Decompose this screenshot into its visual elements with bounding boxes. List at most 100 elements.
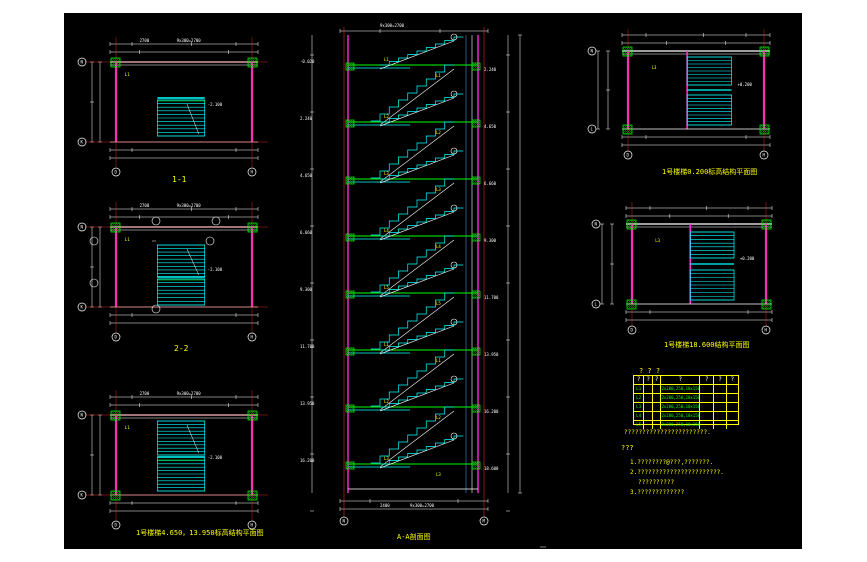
hatch-line xyxy=(110,495,116,501)
grid-bubble-label: K xyxy=(81,493,84,498)
grid-bubble xyxy=(151,216,161,226)
stair-slab xyxy=(379,211,455,241)
grid-bubble xyxy=(450,318,458,326)
hatch-line xyxy=(472,176,481,185)
hatch-line xyxy=(626,226,630,230)
hatch-line xyxy=(623,124,633,134)
grid-bubble-label: K xyxy=(81,305,84,310)
column-hatch xyxy=(761,299,772,310)
dim-text: 9x300=2700 xyxy=(177,38,202,43)
stair-flight-section xyxy=(380,264,464,294)
hatch-line xyxy=(633,299,637,303)
hatch-line xyxy=(247,495,253,501)
stair-slab xyxy=(379,239,455,297)
grid-bubble xyxy=(623,150,633,160)
table-cell: L5 xyxy=(634,421,645,429)
hatch-line xyxy=(626,224,632,230)
hatch-line xyxy=(471,407,477,413)
stair-slab xyxy=(379,97,455,127)
hatch-line xyxy=(345,122,351,128)
hatch-line xyxy=(345,124,349,128)
table-cell: 2x200,250,10x150 xyxy=(661,421,701,429)
hatch-line xyxy=(622,47,632,57)
hatch-line xyxy=(474,176,481,183)
hatch-line xyxy=(766,124,770,128)
hatch-line xyxy=(476,119,481,124)
table-cell xyxy=(714,394,727,402)
dim-text: 9x300=2700 xyxy=(177,391,202,396)
grid-bubble-label: N xyxy=(81,225,84,230)
hatch-line xyxy=(348,290,355,297)
notes-line-1: 1.????????@???,???????. xyxy=(630,459,714,466)
dim-text: L1 xyxy=(125,237,130,242)
stair-flight-section xyxy=(380,150,464,180)
hatch-line xyxy=(762,219,772,229)
table-cell: L3 xyxy=(634,403,645,411)
table-row: L5 2x200,250,10x150 xyxy=(634,421,738,429)
column-hatch xyxy=(626,299,637,310)
hatch-line xyxy=(345,63,353,71)
hatch-line xyxy=(247,413,255,421)
hatch-line xyxy=(248,410,258,420)
hatch-line xyxy=(471,462,479,470)
column-hatch xyxy=(110,490,121,501)
hatch-line xyxy=(252,410,258,416)
dim-text: -2.100 xyxy=(208,102,223,107)
table-cell xyxy=(644,421,653,429)
hatch-line xyxy=(352,62,355,65)
hatch-line xyxy=(345,181,349,185)
dim-text: L3 xyxy=(436,472,441,477)
table-cell: 2x200,250,10x150 xyxy=(661,412,701,420)
hatch-line xyxy=(250,222,258,230)
grid-bubble xyxy=(77,57,87,67)
hatch-line xyxy=(761,220,771,230)
dim-text: +0.200 xyxy=(740,256,755,261)
table-cell xyxy=(653,421,662,429)
grid-bubble xyxy=(247,167,257,177)
table-cell xyxy=(700,403,715,411)
hatch-line xyxy=(345,405,353,413)
hatch-line xyxy=(625,46,633,54)
hatch-line xyxy=(471,464,477,470)
table-cell: L2 xyxy=(634,394,645,402)
hatch-line xyxy=(250,490,258,498)
hatch-line xyxy=(476,290,481,295)
stair-flight xyxy=(686,56,732,86)
grid-bubble-label: N xyxy=(595,222,598,227)
table-cell xyxy=(727,385,738,393)
stair-flight xyxy=(157,278,206,306)
hatch-line xyxy=(759,53,763,57)
hatch-line xyxy=(348,176,355,183)
hatch-line xyxy=(760,124,770,134)
hatch-line xyxy=(471,181,475,185)
hatch-line xyxy=(110,229,114,233)
hatch-line xyxy=(352,461,355,464)
hatch-line xyxy=(117,410,121,414)
dim-text: L5 xyxy=(436,301,441,306)
column-hatch xyxy=(110,57,121,68)
title-sec-1-1: 1-1 xyxy=(172,175,187,184)
stair-slab xyxy=(379,410,455,468)
grid-bubble xyxy=(77,137,87,147)
column-hatch xyxy=(247,490,258,501)
hatch-line xyxy=(110,223,120,233)
hatch-line xyxy=(346,233,355,242)
table-cell xyxy=(714,421,727,429)
hatch-line xyxy=(766,219,772,225)
hatch-line xyxy=(476,62,481,67)
dim-text: 2700 xyxy=(140,391,150,396)
hatch-line xyxy=(346,347,355,356)
hatch-line xyxy=(115,490,121,496)
hatch-line xyxy=(110,493,118,501)
hatch-line xyxy=(350,233,355,238)
hatch-line xyxy=(471,293,477,299)
dim-text: L5 xyxy=(384,285,389,290)
grid-bubble xyxy=(247,520,257,530)
hatch-line xyxy=(627,124,633,130)
notes-line-3: ?????????? xyxy=(638,479,675,486)
hatch-line xyxy=(350,404,355,409)
hatch-line xyxy=(478,404,481,407)
hatch-line xyxy=(476,404,481,409)
